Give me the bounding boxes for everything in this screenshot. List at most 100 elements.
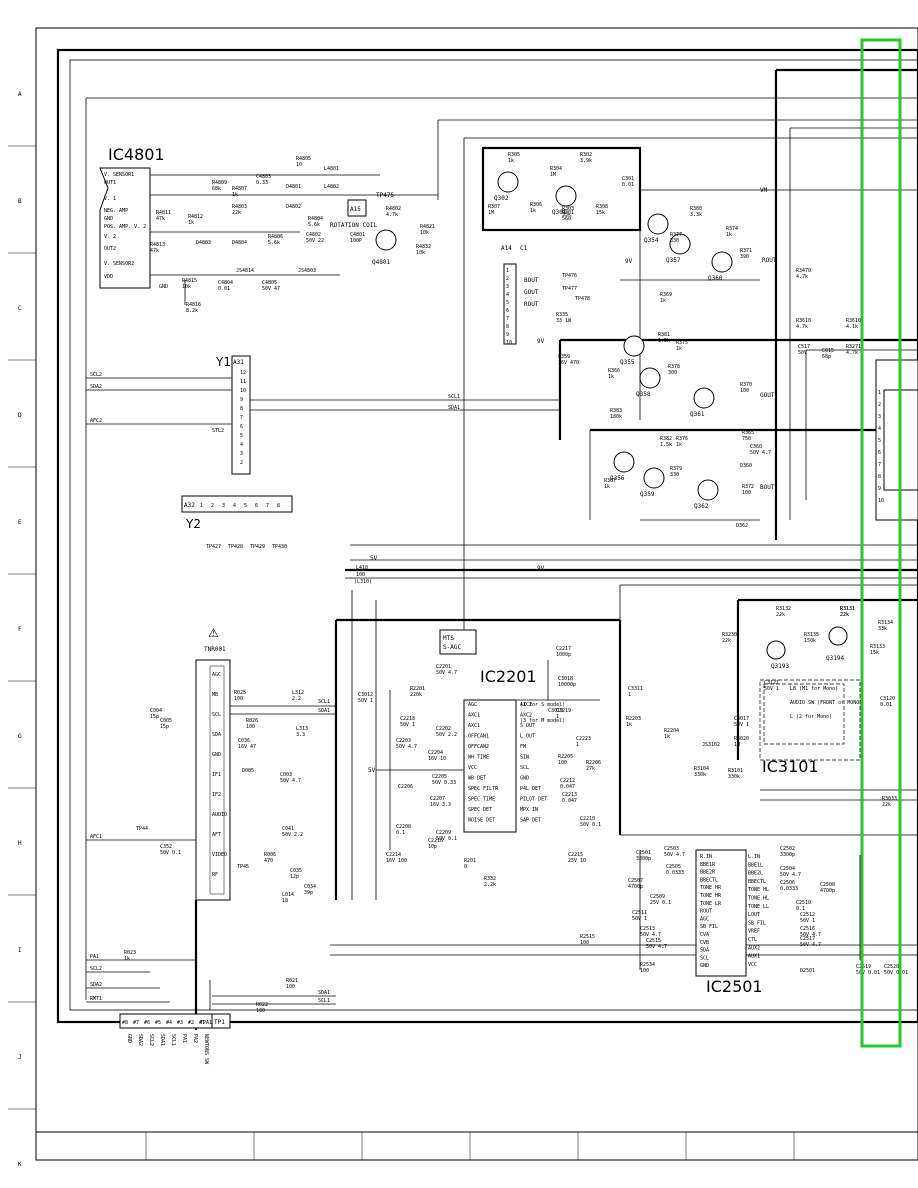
tp1-pin: #6 [144,1020,150,1026]
video-part-ref-18: R370 [740,382,752,388]
tuner-part-val-17: 100 [256,1008,265,1014]
ic2501-part-ref-14: C2516 [800,926,815,932]
ic4801-part-ref-1: L4801 [324,166,339,172]
tp1-pin: #5 [155,1020,161,1026]
a31-pin-number: 6 [240,424,243,430]
ic2501-right-pin: VCC [748,962,757,968]
ic2501-right-pin: BBE1L [748,862,763,868]
video-part-val-24: 1k [604,484,610,490]
ic2201-part-val-16: 1k [664,734,670,740]
q3194-label: Q3194 [826,655,844,662]
y1-signal-stl2: STL2 [212,428,224,434]
ic2501-part-ref-11: C2508 [820,882,835,888]
signal-9v-2: 9V [537,338,545,345]
ic2201-part-ref-14: C2213 [562,792,577,798]
a14-pin: 3 [506,284,509,290]
ic2201-left-pin: OFFCAN2 [468,744,489,750]
tuner-part-ref-16: R021 [286,978,298,984]
right-part-ref-3: C517 [798,344,810,350]
mts-model-note-2: (3 for M model) [520,718,565,724]
outer-wiring [56,48,918,1024]
video-part-val-18: 100 [740,388,749,394]
tuner-part-ref-9: C041 [282,826,294,832]
ic2501-part-ref-8: C2502 [780,846,795,852]
signal-vm: VM [760,187,768,194]
ic2501-part-ref-18: R2515 [580,934,595,940]
video-part-ref-28: R335 [556,312,568,318]
ic3101-part-ref-3: R3133 [870,644,885,650]
video-part-val-9: 3.3k [690,212,702,218]
ic4801-part-ref-12: D4804 [232,240,247,246]
gnd-label: GND [159,284,168,290]
ic2201-part-val-2: 50V 1 [400,722,415,728]
signal-rout: ROUT [762,257,777,264]
ic2201-part-val-24: 2.2k [484,882,496,888]
row-marker-h: H [18,840,22,847]
video-part-ref-0: R305 [508,152,520,158]
video-part-val-1: 1M [550,172,556,178]
tuner-pin: AGC [212,672,221,678]
video-part-ref-11: R377 [670,232,682,238]
a14-pin: 1 [506,268,509,274]
tuner-part-val-9: 50V 2.2 [282,832,303,838]
video-part-val-4: 0.01 [622,182,634,188]
tuner-pin: IF2 [212,792,221,798]
a31-pin-number: 5 [240,433,243,439]
ic2501-left-pin: TONE HR [700,885,722,891]
ic3101-notes: L8 (M1 for Mono)AUDIO SW (FRONT or MONO)… [790,686,862,720]
ic2201-part-val-29: 1 [628,692,631,698]
signal-gout-in: GOUT [524,289,539,296]
transistor-q302-label: Q302 [494,195,509,202]
ic2501-right-pin: TONE LL [748,904,769,910]
video-part-val-20: 1.5k [660,442,672,448]
video-part-val-14: 1.5k [658,338,670,344]
ic2201-right-pin: PILOT DET [520,797,547,803]
ic2201-part-val-12: 1 [556,714,559,720]
ic2201-part-val-25: 10p [428,844,437,850]
ic2501-right-pin: LOUT [748,912,760,918]
connector-a32-label: A32 [184,502,195,509]
ic2201-right-pin: GND [520,776,529,782]
tuner-part-ref-15: R023 [124,950,136,956]
ic2501-left-pin: TONE LR [700,901,722,907]
tp1-pin: #4 [166,1020,172,1026]
a31-pin-number: 8 [240,406,243,412]
tuner-pin: AFT [212,832,221,838]
right-part-val-0: 4.7k [796,274,808,280]
ic2201-part-ref-26: C3012 [358,692,373,698]
tuner-signal-sda1: SDA1 [318,708,330,714]
ic2501-left-pin: BBECTL [700,877,718,883]
tuner-part-val-3: 15p [160,724,169,730]
ic2201-right-pin: AXC2 [520,713,532,719]
transistor-q360 [711,251,733,273]
connector-a31-label: A31 [233,359,244,366]
video-part-val-2: 3.9k [580,158,592,164]
video-part-val-8: 15k [596,210,605,216]
video-part-val-22: 750 [742,436,751,442]
tuner-pin: RF [212,872,218,878]
ic2501-right-pin: SB FIL [748,920,766,926]
ic2201-left-pin: SPEC DET [468,807,492,813]
ic2201-part-ref-7: C2206 [398,784,413,790]
right-block-pin: 8 [878,474,881,480]
l410-label: L410 [356,565,368,571]
ic2201-left-pin: SPEC FILTR [468,786,499,792]
ic3101-part-val-11: 330k [728,774,740,780]
ic2201-part-val-18: 27k [586,766,595,772]
ic3101-part-ref-12: JS3102 [702,742,720,748]
mts-model-note-1: (1 for S model) [520,702,565,708]
video-part-ref-27: C359 [558,354,570,360]
connector-a14-sub: C1 [520,245,528,252]
transistor-q357-label: Q357 [666,257,681,264]
ic3101-note: AUDIO SW (FRONT or MONO) [790,700,862,706]
a32-pin: 7 [266,503,269,509]
a14-pin: 7 [506,316,509,322]
tuner-part-ref-7: D005 [242,768,254,774]
ic4801-part-val-5: 0.33 [256,180,268,186]
ic2201-part-val-8: 16V 3.3 [430,802,451,808]
